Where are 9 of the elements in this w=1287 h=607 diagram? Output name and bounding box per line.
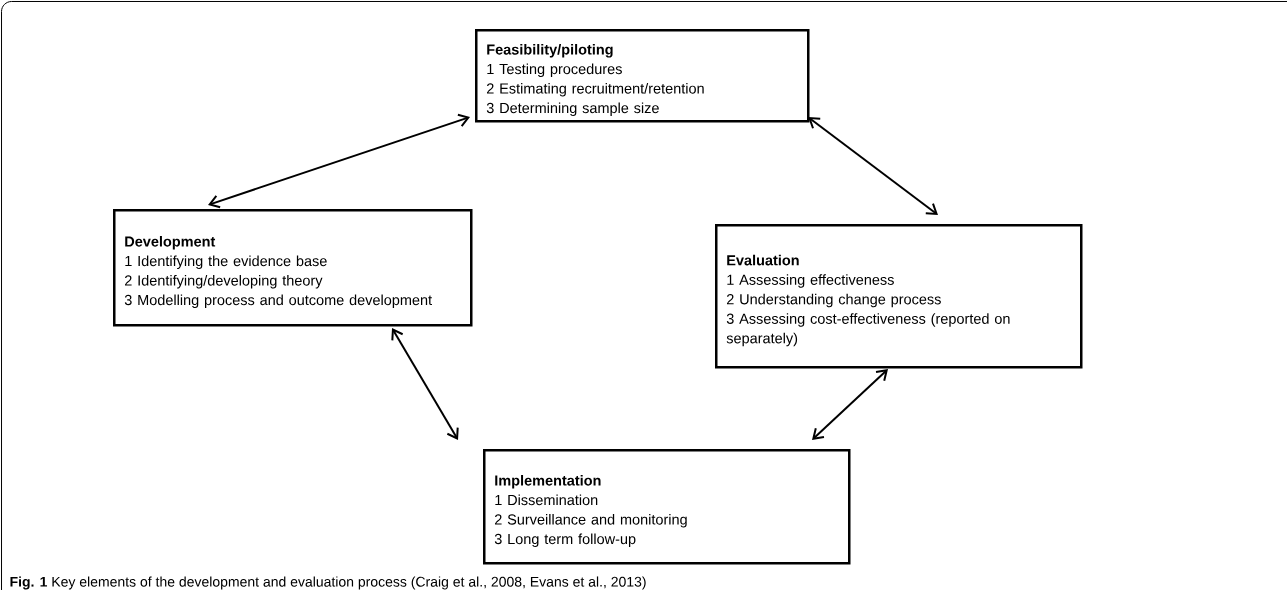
process-box: Evaluation 1 Assessing effectiveness 2 Understanding change process 3 Assessing cost-effectiveness (reported on separately): [715, 224, 1083, 369]
arrow: [391, 328, 459, 440]
caption: Fig. 1 Key elements of the development and evaluation process (Craig et al., 2008, Evans et al., 2013): [10, 576, 646, 590]
process-box: Feasibility/piloting 1 Testing procedures 2 Estimating recruitment/retention 3 Determining sample size: [475, 29, 810, 123]
process-box: Implementation 1 Dissemination 2 Surveillance and monitoring 3 Long term follow-up: [483, 449, 851, 565]
process-box: Development 1 Identifying the evidence base 2 Identifying/developing theory 3 Modelling process and outcome development: [113, 209, 473, 327]
arrow: [812, 369, 888, 440]
arrow: [208, 113, 470, 209]
arrow: [808, 117, 938, 215]
